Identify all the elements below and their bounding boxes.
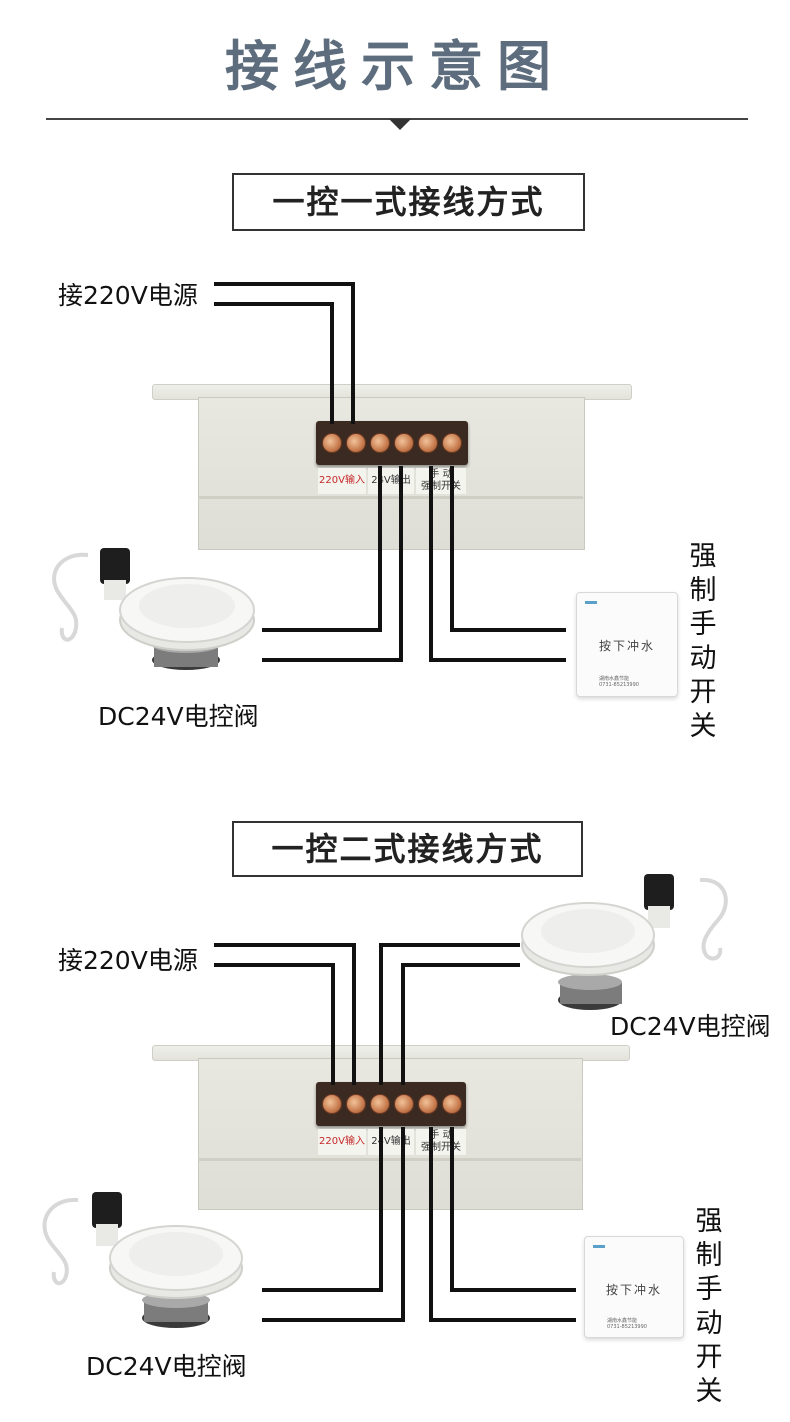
section-2-valve-label: DC24V电控阀 (86, 1352, 247, 1381)
terminal-screw-icon (322, 1094, 342, 1114)
section-2-valve-icon (42, 1192, 243, 1328)
section-2-label-manual: 手 动 强制开关 (416, 1129, 466, 1155)
terminal-screw-icon (346, 1094, 366, 1114)
terminal-screw-icon (418, 433, 438, 453)
section-2-switch-label: 强制手动开关 (695, 1206, 723, 1407)
section-2-label-output: 24V输出 (368, 1129, 414, 1155)
section-2-valve-wire-b (262, 1127, 405, 1322)
section-1-valve-wire-a (262, 466, 382, 632)
section-2-label-input: 220V输入 (318, 1129, 366, 1155)
section-1-switch-label: 强制手动开关 (689, 541, 717, 742)
section-2-top-valve-icon (521, 874, 728, 1010)
terminal-screw-icon (394, 1094, 414, 1114)
terminal-screw-icon (346, 433, 366, 453)
terminal-screw-icon (322, 433, 342, 453)
section-1-power-wire-b (214, 302, 334, 424)
section-2-power-wire-a (214, 943, 356, 1085)
section-1-power-label: 接220V电源 (58, 281, 198, 310)
section-1-terminal-block (316, 421, 468, 465)
section-2-terminal-block (316, 1082, 466, 1126)
terminal-screw-icon (442, 1094, 462, 1114)
page-title: 接线示意图 (225, 35, 565, 98)
section-2-valve-label-top: DC24V电控阀 (610, 1012, 771, 1041)
terminal-screw-icon (442, 433, 462, 453)
section-1-valve-icon (52, 548, 255, 670)
terminal-screw-icon (370, 1094, 390, 1114)
section-2-valve-wire-a (262, 1127, 383, 1292)
section-1-power-wire-a (214, 282, 355, 424)
section-1-switch-wire-a (450, 466, 566, 632)
section-2-switch-wire-b (429, 1127, 576, 1322)
section-1-valve-wire-b (262, 466, 403, 662)
pointer-triangle-icon (389, 119, 411, 130)
section-2-top-valve-wire-a (379, 943, 520, 1085)
section-1-label-input: 220V输入 (318, 468, 366, 494)
section-1-switch-wire-b (429, 466, 566, 662)
section-1-label-output: 24V输出 (368, 468, 414, 494)
terminal-screw-icon (418, 1094, 438, 1114)
section-1-valve-label: DC24V电控阀 (98, 702, 259, 731)
terminal-screw-icon (370, 433, 390, 453)
section-1-title: 一控一式接线方式 (232, 173, 585, 231)
section-2-power-wire-b (214, 963, 335, 1085)
section-2-power-label: 接220V电源 (58, 946, 198, 975)
terminal-screw-icon (394, 433, 414, 453)
section-2-switch-wire-a (450, 1127, 576, 1292)
section-2-title: 一控二式接线方式 (232, 821, 583, 877)
section-1-label-manual: 手 动 强制开关 (416, 468, 466, 494)
section-2-top-valve-wire-b (401, 963, 520, 1085)
